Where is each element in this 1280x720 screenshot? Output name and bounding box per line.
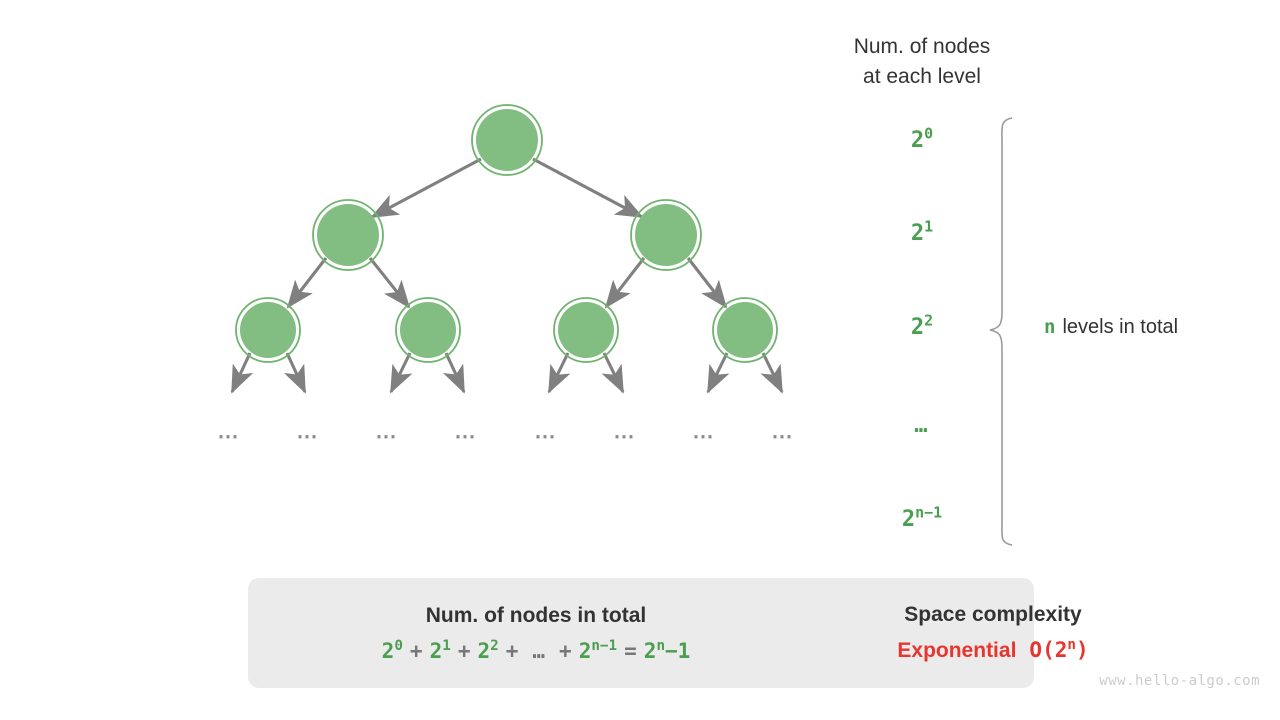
leaf-ellipsis-3: ⋯ <box>454 425 478 448</box>
level-count-last-base: 2 <box>901 507 916 532</box>
edge-l2b-right <box>442 352 466 394</box>
summary-left-column: Num. of nodes in total 20+21+22+…+2n−1=2… <box>336 578 736 688</box>
level-count-1-base: 2 <box>910 221 925 246</box>
complexity-result: Exponential O(2n) <box>897 638 1088 663</box>
tree-node-l2-0[interactable] <box>240 302 296 358</box>
site-watermark: www.hello-algo.com <box>1099 673 1260 689</box>
formula-term-0: 20 <box>381 637 403 663</box>
level-count-0-base: 2 <box>910 128 925 153</box>
tree-node-root-ring <box>471 104 543 176</box>
formula-term-2: 22 <box>477 637 499 663</box>
formula-op-0: + <box>409 638 423 663</box>
levels-column-header-line1: Num. of nodes <box>853 35 991 58</box>
edge-l2d-left <box>706 352 730 394</box>
edge-l1a-left <box>286 257 328 309</box>
tree-node-l2-2-ring <box>553 297 619 363</box>
edge-l2b-left <box>389 352 413 394</box>
edge-l2c-left <box>547 352 571 394</box>
leaf-ellipsis-1: ⋯ <box>296 425 320 448</box>
summary-panel: Num. of nodes in total 20+21+22+…+2n−1=2… <box>248 578 1089 688</box>
summary-right-column: Space complexity Exponential O(2n) <box>793 578 1193 688</box>
edge-l2d-right <box>760 352 784 394</box>
edge-l1b-left <box>604 257 646 309</box>
edge-root-right <box>532 157 644 219</box>
formula-equals: = <box>624 638 637 663</box>
tree-nodes <box>235 104 778 363</box>
edge-l2a-left <box>230 352 254 394</box>
formula-op-3: + <box>559 638 572 663</box>
level-count-2: 22 <box>847 311 997 340</box>
summary-total-formula: 20+21+22+…+2n−1=2n−1 <box>381 637 691 663</box>
formula-ellipsis: … <box>532 638 546 663</box>
level-count-ellipsis-base: ⋯ <box>914 418 930 443</box>
tree-node-l2-1[interactable] <box>400 302 456 358</box>
level-count-0-exp: 0 <box>924 124 934 143</box>
tree-node-l2-1-ring <box>395 297 461 363</box>
leaf-ellipsis-7: ⋯ <box>771 425 795 448</box>
formula-op-1: + <box>457 638 471 663</box>
total-levels-variable: n <box>1044 316 1056 338</box>
tree-edges <box>230 157 784 394</box>
tree-node-l2-2[interactable] <box>558 302 614 358</box>
level-count-0: 20 <box>847 124 997 153</box>
level-count-last: 2n−1 <box>847 503 997 532</box>
edge-l2c-right <box>601 352 625 394</box>
tree-node-l2-0-ring <box>235 297 301 363</box>
tree-node-l1-1-ring <box>630 199 702 271</box>
summary-left-title: Num. of nodes in total <box>425 603 647 627</box>
tree-node-l1-0-ring <box>312 199 384 271</box>
total-levels-label: n levels in total <box>1044 316 1178 339</box>
level-count-last-exp: n−1 <box>915 503 943 522</box>
complexity-big-o: O(2n) <box>1029 637 1089 662</box>
level-count-1-exp: 1 <box>924 217 934 236</box>
formula-term-3: 2n−1 <box>578 637 618 663</box>
edge-l2a-right <box>283 352 307 394</box>
edge-l1a-right <box>368 257 411 309</box>
tree-node-l1-0[interactable] <box>317 204 379 266</box>
level-count-ellipsis: ⋯ <box>847 418 997 443</box>
level-count-1: 21 <box>847 217 997 246</box>
edge-root-left <box>370 157 482 219</box>
tree-node-l2-3-ring <box>712 297 778 363</box>
levels-column-header-line2: at each level <box>863 65 981 88</box>
leaf-ellipsis-2: ⋯ <box>375 425 399 448</box>
formula-result: 2n−1 <box>643 637 691 663</box>
formula-term-1: 21 <box>429 637 451 663</box>
levels-brace <box>989 117 1013 546</box>
complexity-word: Exponential <box>897 639 1017 662</box>
tree-node-l1-1[interactable] <box>635 204 697 266</box>
level-count-2-exp: 2 <box>924 311 934 330</box>
total-levels-text: levels in total <box>1062 316 1179 338</box>
edge-l1b-right <box>686 257 728 309</box>
tree-node-root[interactable] <box>476 109 538 171</box>
leaf-ellipsis-5: ⋯ <box>613 425 637 448</box>
level-count-2-base: 2 <box>910 315 925 340</box>
leaf-ellipsis-6: ⋯ <box>692 425 716 448</box>
leaf-ellipsis-4: ⋯ <box>534 425 558 448</box>
summary-right-title: Space complexity <box>904 603 1082 626</box>
leaf-ellipsis-0: ⋯ <box>217 425 241 448</box>
levels-column-header: Num. of nodes at each level <box>812 32 1032 92</box>
formula-op-2: + <box>505 638 519 663</box>
tree-node-l2-3[interactable] <box>717 302 773 358</box>
